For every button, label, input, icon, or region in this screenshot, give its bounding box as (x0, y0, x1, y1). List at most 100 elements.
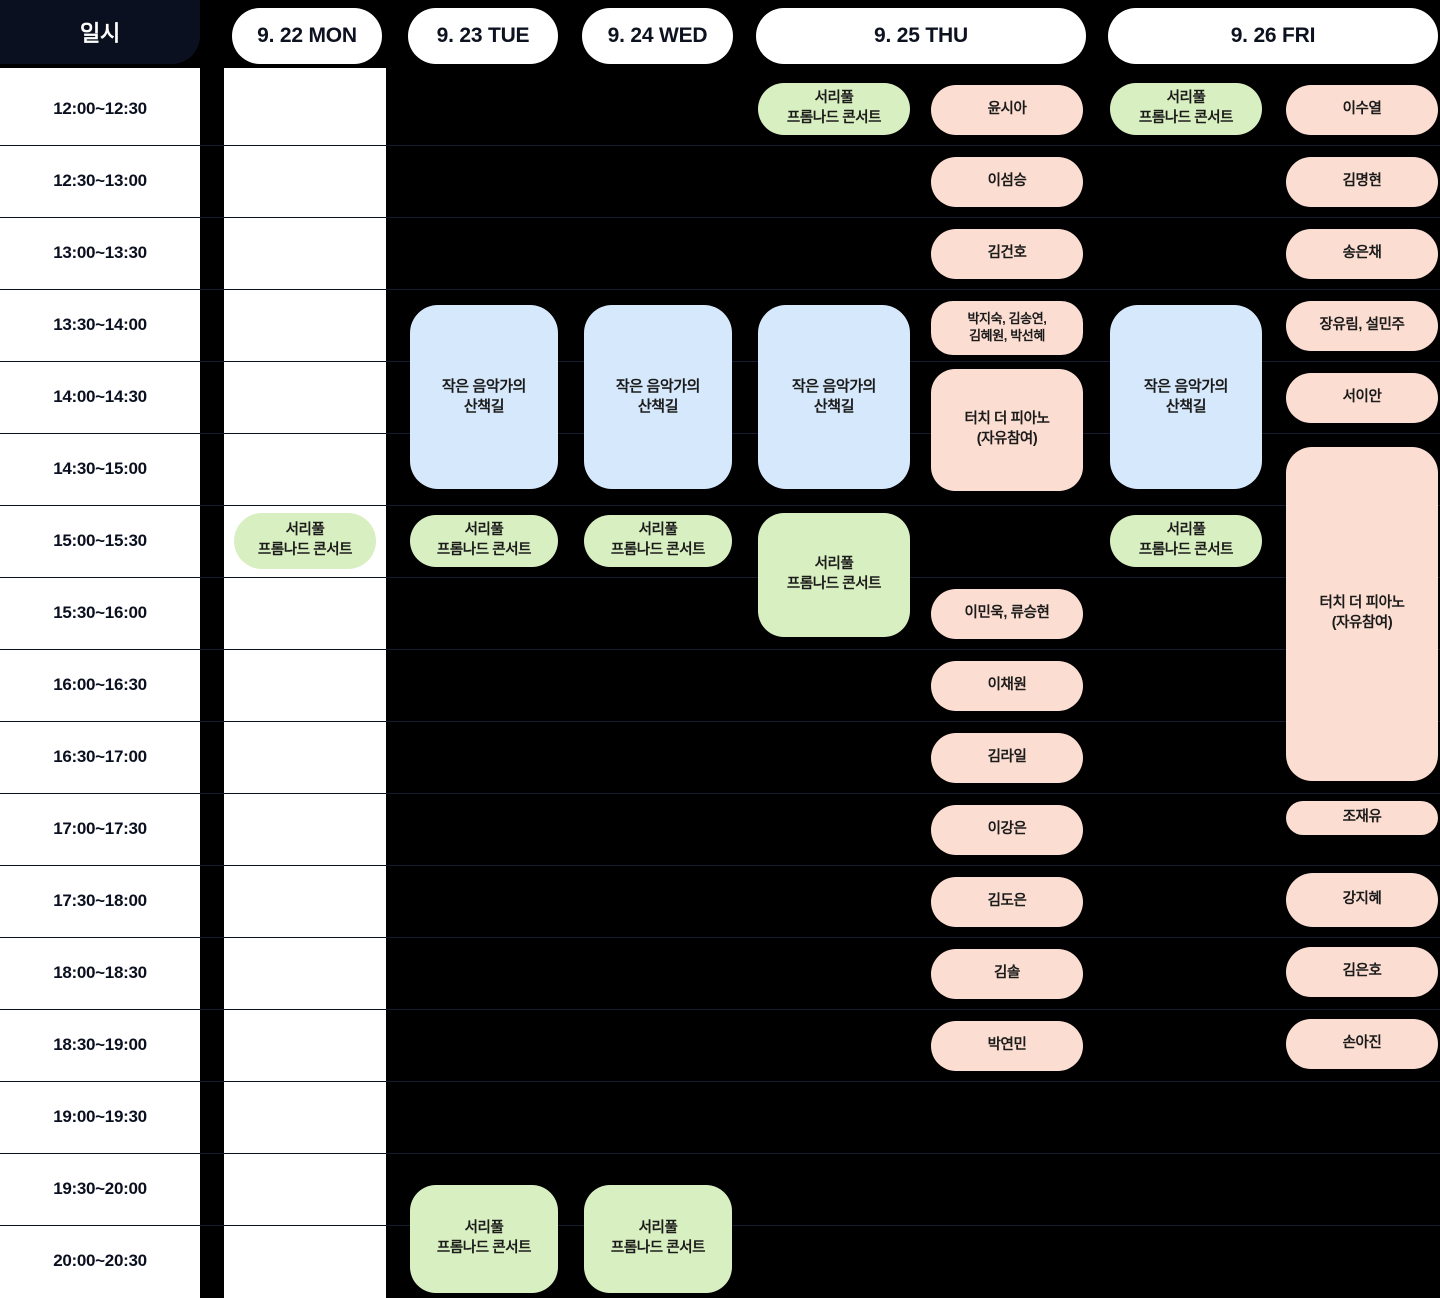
row-divider (0, 289, 1440, 290)
time-slot-label: 15:00~15:30 (53, 531, 147, 550)
event-chip[interactable]: 서리풀 프롬나드 콘서트 (1110, 83, 1262, 135)
time-slot-label: 19:30~20:00 (53, 1179, 147, 1198)
row-divider-white (0, 289, 200, 290)
row-divider-white (0, 1009, 200, 1010)
event-chip[interactable]: 송은채 (1286, 229, 1438, 279)
event-chip[interactable]: 장유림, 설민주 (1286, 301, 1438, 351)
time-slot-label: 20:00~20:30 (53, 1251, 147, 1270)
header-day-thu[interactable]: 9. 25 THU (756, 8, 1086, 64)
event-chip[interactable]: 서리풀 프롬나드 콘서트 (410, 1185, 558, 1293)
event-chip[interactable]: 김은호 (1286, 947, 1438, 997)
row-divider-mon (224, 577, 386, 578)
event-chip[interactable]: 서이안 (1286, 373, 1438, 423)
row-divider-white (0, 361, 200, 362)
event-chip[interactable]: 윤시아 (931, 85, 1083, 135)
row-divider-mon (224, 937, 386, 938)
row-divider-white (0, 793, 200, 794)
event-chip[interactable]: 작은 음악가의 산책길 (1110, 305, 1262, 489)
row-divider-mon (224, 505, 386, 506)
event-chip[interactable]: 이수열 (1286, 85, 1438, 135)
event-chip[interactable]: 김솔 (931, 949, 1083, 999)
event-chip[interactable]: 이섬승 (931, 157, 1083, 207)
time-column-background (0, 68, 200, 1298)
row-divider-mon (224, 1009, 386, 1010)
event-chip[interactable]: 박지숙, 김송연, 김혜원, 박선혜 (931, 301, 1083, 355)
event-chip[interactable]: 서리풀 프롬나드 콘서트 (1110, 515, 1262, 567)
time-slot-label: 17:30~18:00 (53, 891, 147, 910)
row-divider-mon (224, 289, 386, 290)
event-chip[interactable]: 서리풀 프롬나드 콘서트 (410, 515, 558, 567)
time-slot-label: 19:00~19:30 (53, 1107, 147, 1126)
row-divider-mon (224, 145, 386, 146)
row-divider-white (0, 1081, 200, 1082)
event-chip[interactable]: 서리풀 프롬나드 콘서트 (758, 513, 910, 637)
event-chip[interactable]: 이민욱, 류승현 (931, 589, 1083, 639)
header-day-mon[interactable]: 9. 22 MON (232, 8, 382, 64)
event-chip[interactable]: 서리풀 프롬나드 콘서트 (758, 83, 910, 135)
time-slot-label: 12:00~12:30 (53, 99, 147, 118)
event-chip[interactable]: 서리풀 프롬나드 콘서트 (584, 515, 732, 567)
row-divider (0, 505, 1440, 506)
time-slot-label: 12:30~13:00 (53, 171, 147, 190)
row-divider-mon (224, 1225, 386, 1226)
row-divider-white (0, 433, 200, 434)
header-day-tue[interactable]: 9. 23 TUE (408, 8, 558, 64)
event-chip[interactable]: 김건호 (931, 229, 1083, 279)
time-slot-label: 17:00~17:30 (53, 819, 147, 838)
event-chip[interactable]: 이채원 (931, 661, 1083, 711)
row-divider (0, 865, 1440, 866)
row-divider-white (0, 937, 200, 938)
row-divider-white (0, 649, 200, 650)
event-chip[interactable]: 박연민 (931, 1021, 1083, 1071)
time-slot-label: 18:30~19:00 (53, 1035, 147, 1054)
time-slot-label: 14:00~14:30 (53, 387, 147, 406)
row-divider-mon (224, 1081, 386, 1082)
row-divider (0, 577, 1440, 578)
monday-column-background (224, 68, 386, 1298)
event-chip[interactable]: 손아진 (1286, 1019, 1438, 1069)
time-slot-label: 13:30~14:00 (53, 315, 147, 334)
row-divider-white (0, 865, 200, 866)
row-divider-white (0, 1225, 200, 1226)
event-chip[interactable]: 이강은 (931, 805, 1083, 855)
row-divider-mon (224, 361, 386, 362)
event-chip[interactable]: 터치 더 피아노 (자유참여) (1286, 447, 1438, 781)
event-chip[interactable]: 강지혜 (1286, 873, 1438, 927)
row-divider (0, 649, 1440, 650)
event-chip[interactable]: 김도은 (931, 877, 1083, 927)
row-divider-white (0, 1153, 200, 1154)
row-divider-white (0, 505, 200, 506)
row-divider (0, 1081, 1440, 1082)
row-divider-mon (224, 217, 386, 218)
row-divider-mon (224, 865, 386, 866)
event-chip[interactable]: 작은 음악가의 산책길 (584, 305, 732, 489)
row-divider-mon (224, 433, 386, 434)
event-chip[interactable]: 조재유 (1286, 801, 1438, 835)
event-chip[interactable]: 서리풀 프롬나드 콘서트 (584, 1185, 732, 1293)
time-slot-label: 14:30~15:00 (53, 459, 147, 478)
row-divider-mon (224, 1153, 386, 1154)
time-slot-label: 18:00~18:30 (53, 963, 147, 982)
time-slot-label: 16:00~16:30 (53, 675, 147, 694)
time-slot-label: 15:30~16:00 (53, 603, 147, 622)
header-day-wed[interactable]: 9. 24 WED (582, 8, 733, 64)
event-chip[interactable]: 김라일 (931, 733, 1083, 783)
row-divider-white (0, 217, 200, 218)
header-day-fri[interactable]: 9. 26 FRI (1108, 8, 1438, 64)
event-chip[interactable]: 김명현 (1286, 157, 1438, 207)
row-divider-white (0, 577, 200, 578)
event-chip[interactable]: 작은 음악가의 산책길 (758, 305, 910, 489)
time-slot-label: 13:00~13:30 (53, 243, 147, 262)
row-divider (0, 721, 1440, 722)
event-chip[interactable]: 터치 더 피아노 (자유참여) (931, 369, 1083, 491)
row-divider (0, 217, 1440, 218)
row-divider-mon (224, 793, 386, 794)
row-divider-mon (224, 721, 386, 722)
event-chip[interactable]: 서리풀 프롬나드 콘서트 (234, 513, 376, 569)
header-time-label: 일시 (0, 0, 200, 64)
row-divider-white (0, 145, 200, 146)
row-divider (0, 793, 1440, 794)
event-chip[interactable]: 작은 음악가의 산책길 (410, 305, 558, 489)
row-divider (0, 145, 1440, 146)
